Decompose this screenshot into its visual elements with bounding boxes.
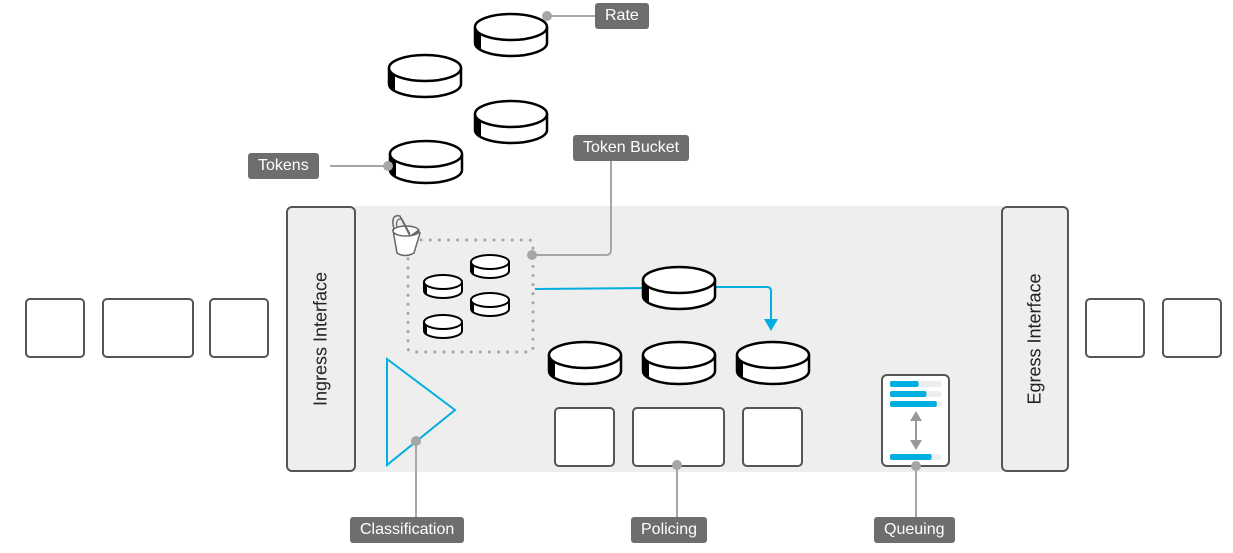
policing-label: Policing [631, 517, 708, 543]
bucket-token [470, 254, 510, 279]
token-bucket-box [406, 238, 535, 354]
ingress-interface: Ingress Interface [286, 206, 356, 472]
policing-box [554, 407, 615, 467]
queue-bar-fill [890, 454, 932, 460]
rate-anchor [542, 11, 552, 21]
policing-disc [641, 340, 717, 386]
bucket-token [470, 292, 510, 317]
token-bucket-anchor [527, 250, 537, 260]
policing-box [742, 407, 803, 467]
token-disc [473, 99, 549, 145]
bucket-token [423, 274, 463, 299]
queuing-anchor [911, 461, 921, 471]
queue-bar-fill [890, 381, 919, 387]
token-bucket-label: Token Bucket [573, 135, 690, 161]
flow-line [534, 286, 772, 320]
token-disc [473, 12, 549, 58]
egress-interface: Egress Interface [1001, 206, 1069, 472]
ingress-packet [25, 298, 85, 358]
tokens-label: Tokens [248, 153, 319, 179]
policing-anchor [672, 460, 682, 470]
flow-arrowhead [764, 319, 778, 331]
ingress-packet [209, 298, 269, 358]
token-disc [388, 139, 464, 185]
queuing-label: Queuing [874, 517, 955, 543]
rate-label: Rate [595, 3, 649, 29]
bucket-token [423, 314, 463, 339]
egress-packet [1085, 298, 1145, 358]
policing-disc [641, 265, 717, 311]
classification-anchor [411, 436, 421, 446]
paint-bucket-icon [392, 215, 421, 257]
classification-label: Classification [350, 517, 465, 543]
queue-bars-icon [881, 374, 950, 467]
token-disc [387, 53, 463, 99]
triangle-icon [386, 357, 457, 468]
ingress-packet [102, 298, 194, 358]
policing-disc [735, 340, 811, 386]
queue-bar-fill [890, 401, 937, 407]
policing-box [632, 407, 725, 467]
token-bucket-connector [532, 160, 612, 256]
egress-packet [1162, 298, 1222, 358]
policing-disc [547, 340, 623, 386]
queue-bar-fill [890, 391, 927, 397]
tokens-anchor [383, 161, 393, 171]
